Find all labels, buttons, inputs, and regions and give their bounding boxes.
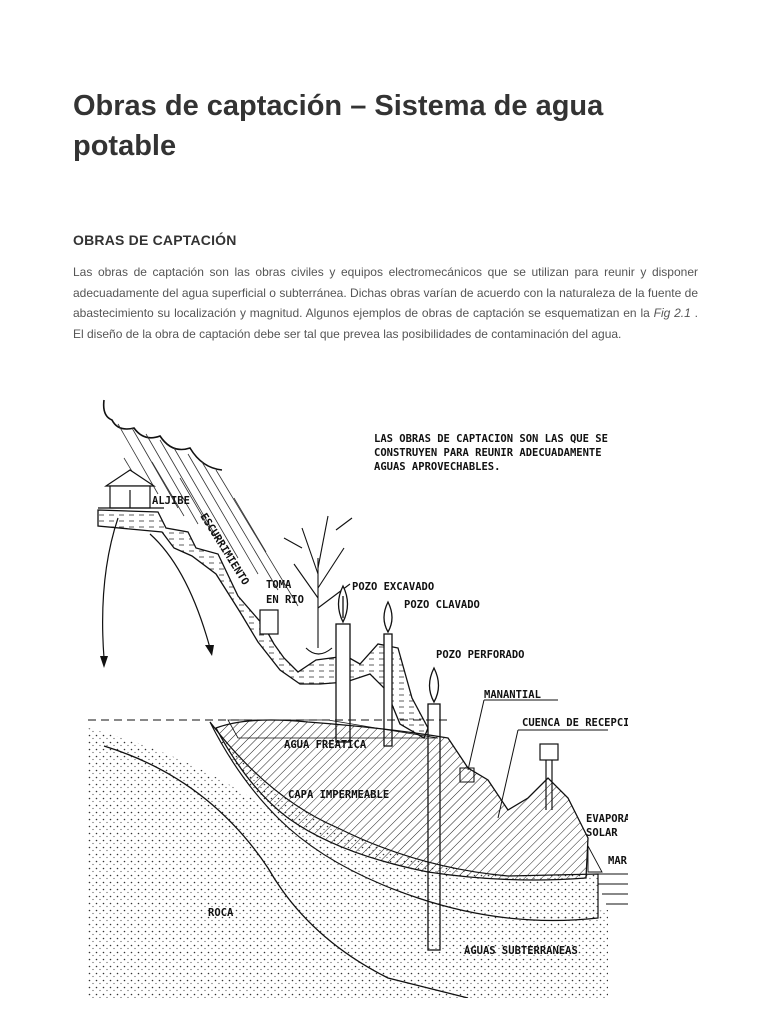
figure-note-line-1: LAS OBRAS DE CAPTACION SON LAS QUE SE [374, 433, 608, 445]
label-roca: ROCA [208, 907, 234, 919]
label-toma-1: TOMA [266, 579, 292, 591]
label-toma-2: EN RIO [266, 594, 304, 606]
cloud-shape [104, 400, 222, 470]
toma-en-rio-icon [260, 610, 278, 634]
label-evaporador-1: EVAPORADOR [586, 813, 628, 825]
label-agua-freatica: AGUA FREATICA [284, 739, 367, 751]
label-evaporador-2: SOLAR [586, 827, 618, 839]
pozo-clavado-icon [384, 602, 392, 746]
article-title: Obras de captación – Sistema de agua pot… [73, 86, 713, 166]
label-capa-impermeable: CAPA IMPERMEABLE [288, 789, 389, 801]
label-aguas-subterraneas: AGUAS SUBTERRANEAS [464, 945, 578, 957]
water-capture-diagram: ALJIBE ESCURRIMIENTO TOMA EN RIO [88, 398, 628, 998]
label-aljibe: ALJIBE [152, 495, 190, 507]
diagram-svg: ALJIBE ESCURRIMIENTO TOMA EN RIO [88, 398, 628, 998]
label-pozo-clavado: POZO CLAVADO [404, 599, 480, 611]
label-cuenca: CUENCA DE RECEPCION [522, 717, 628, 729]
label-manantial: MANANTIAL [484, 689, 541, 701]
paragraph-text-1: Las obras de captación son las obras civ… [73, 265, 698, 320]
figure-note-line-2: CONSTRUYEN PARA REUNIR ADECUADAMENTE [374, 447, 602, 459]
article-paragraph: Las obras de captación son las obras civ… [73, 262, 698, 344]
evaporation-arrow [103, 518, 118, 658]
section-heading: OBRAS DE CAPTACIÓN [73, 232, 237, 248]
figure-reference: Fig 2.1 [654, 306, 691, 320]
figure-note-line-3: AGUAS APROVECHABLES. [374, 461, 500, 473]
label-pozo-perforado: POZO PERFORADO [436, 649, 525, 661]
label-pozo-excavado: POZO EXCAVADO [352, 581, 434, 593]
label-mar: MAR [608, 855, 628, 867]
pozo-excavado-icon [336, 586, 350, 742]
